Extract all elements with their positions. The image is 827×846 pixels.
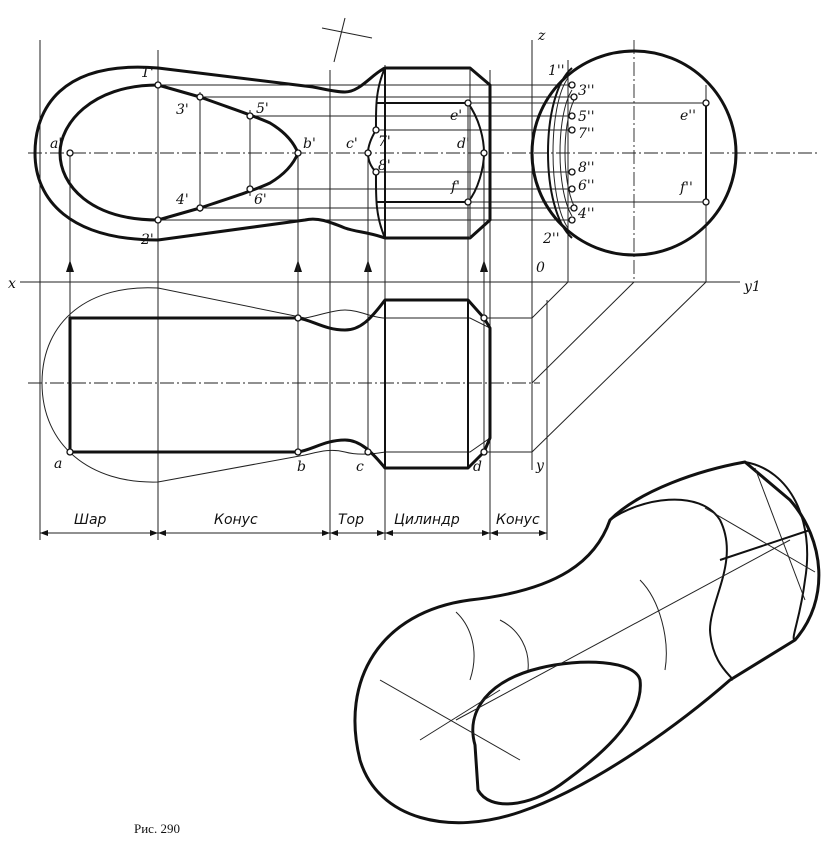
transfer-line-2 [531,281,635,384]
plan-outline [41,287,491,483]
label-8pp: 8'' [578,160,595,176]
transfer-line-3 [531,281,707,453]
zone-label-cone: Конус [214,512,258,528]
zone-label-sphere: Шар [74,512,107,528]
label-fpp: f'' [679,180,693,196]
figure-caption: Рис. 290 [134,821,180,836]
axis-label-y1: y1 [743,279,761,295]
label-5p: 5' [256,101,269,117]
label-c: c [356,459,364,475]
plan-section-outline [68,298,492,470]
label-ep: e' [450,108,462,124]
zone-label-cone-2: Конус [496,512,540,528]
frontal-outline [33,65,492,242]
label-a: a [54,456,62,472]
axono-outline [353,460,821,825]
label-1pp: 1'' [548,63,565,79]
label-2p: 2' [140,232,154,248]
label-8p: 8' [378,158,391,174]
axis-label-y: y [535,458,545,474]
axono-torus-curve [609,498,734,681]
axono-section-loop [471,660,642,806]
axono-end-curve [744,461,809,641]
label-4p: 4' [175,192,189,208]
profile-circle [530,49,738,257]
label-ap: a' [50,136,62,152]
zone-label-torus: Тор [338,512,364,528]
plan-view [41,287,492,483]
cutting-plane-mark-2 [333,17,346,63]
axis-labels: x y1 z 0 y [8,28,761,474]
label-3p: 3' [176,102,189,118]
profile-section-arc-1 [547,67,573,239]
label-dp: d' [457,136,470,152]
projection-axes [20,17,820,470]
label-epp: e'' [680,108,696,124]
transfer-line-1 [531,281,569,319]
frontal-view [33,65,492,242]
label-7p: 7' [378,134,391,150]
frontal-section-loop [58,83,300,222]
axis-label-x: x [8,276,16,292]
axonometric-view [353,460,821,825]
profile-view [530,49,738,257]
label-3pp: 3'' [578,83,595,99]
label-4pp: 4'' [577,206,595,222]
label-6pp: 6'' [578,178,595,194]
cutting-plane-mark [321,27,373,39]
construction-points [66,81,710,456]
label-cp: c' [346,136,358,152]
zone-label-cylinder: Цилиндр [394,512,460,528]
label-5pp: 5'' [578,109,595,125]
label-6p: 6' [254,192,267,208]
axis-label-z: z [537,28,546,44]
construction-lines [39,40,707,540]
axis-label-o: 0 [536,260,545,276]
point-labels: 1' 2' 3' 4' 5' 6' 7' 8' a' b' c' d' e' f… [50,63,696,475]
label-bp: b' [303,136,316,152]
zone-dimensions: Шар Конус Тор Цилиндр Конус [40,512,547,536]
label-d: d [473,459,482,475]
label-b: b [297,459,306,475]
label-7pp: 7'' [578,126,595,142]
label-1p: 1' [141,65,154,81]
label-fp: f' [450,179,460,195]
label-2pp: 2'' [542,231,560,247]
